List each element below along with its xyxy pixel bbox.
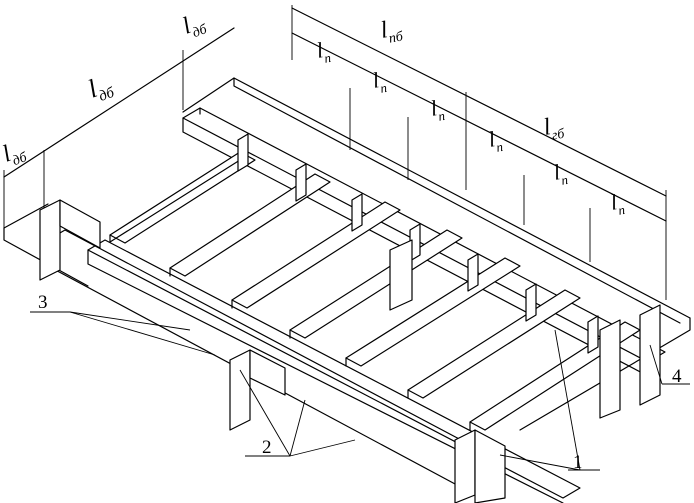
column-center [389,239,413,311]
column-front [454,429,506,503]
lp3-main: l [429,95,439,121]
svg-text:lдб: lдб [0,136,30,172]
beam-1 [109,151,256,244]
lgb-main: l [542,114,553,141]
lp5-main: l [552,159,562,185]
leaders [30,311,690,471]
columns [39,199,661,503]
svg-text:lдб: lдб [179,8,210,44]
beam-6 [407,289,581,399]
lpb-sub: пб [388,29,405,46]
lp6-sub: п [617,202,626,218]
lp2-main: l [371,67,381,93]
ldb1-sub: дб [191,22,210,41]
lp2-sub: п [379,80,388,96]
callout-4: 4 [672,366,682,387]
frame-outline [3,77,691,431]
column-mid-left [229,349,286,431]
svg-text:lп: lп [315,36,332,67]
svg-text:lп: lп [429,94,446,125]
lpb-main: l [379,17,390,44]
ldb2-sub: дб [97,85,117,105]
column-left [39,199,101,281]
svg-text:lдб: lдб [84,69,117,108]
lp4-main: l [487,126,497,152]
beam-3 [231,201,401,309]
svg-text:lп: lп [487,125,504,156]
lp1-main: l [315,37,325,63]
svg-text:lпб: lпб [379,15,406,48]
lp5-sub: п [560,172,569,188]
secondary-beams [109,151,641,431]
ldb3-sub: дб [11,150,30,169]
svg-text:lгб: lгб [542,112,567,145]
label-lpb: lпб [379,15,406,48]
column-right [599,304,661,419]
top-dimension-chain [291,5,667,300]
panel-span-labels: lп lп lп lп lп lп [315,36,626,219]
callout-3: 3 [38,292,48,313]
ribs-back [237,133,599,354]
callout-1: 1 [573,452,583,473]
svg-text:lп: lп [552,158,569,189]
left-dimension-chain [3,27,235,240]
lp6-main: l [609,189,619,215]
lp3-sub: п [437,108,446,124]
svg-text:lп: lп [609,188,626,219]
svg-text:lп: lп [371,66,388,97]
callout-2: 2 [262,437,272,458]
left-chain-labels: lдб lдб lдб [0,8,210,172]
label-lgb: lгб [542,112,567,145]
beam-2 [169,173,331,277]
lp1-sub: п [323,50,332,66]
lp4-sub: п [495,139,504,155]
lgb-sub: гб [551,127,567,144]
